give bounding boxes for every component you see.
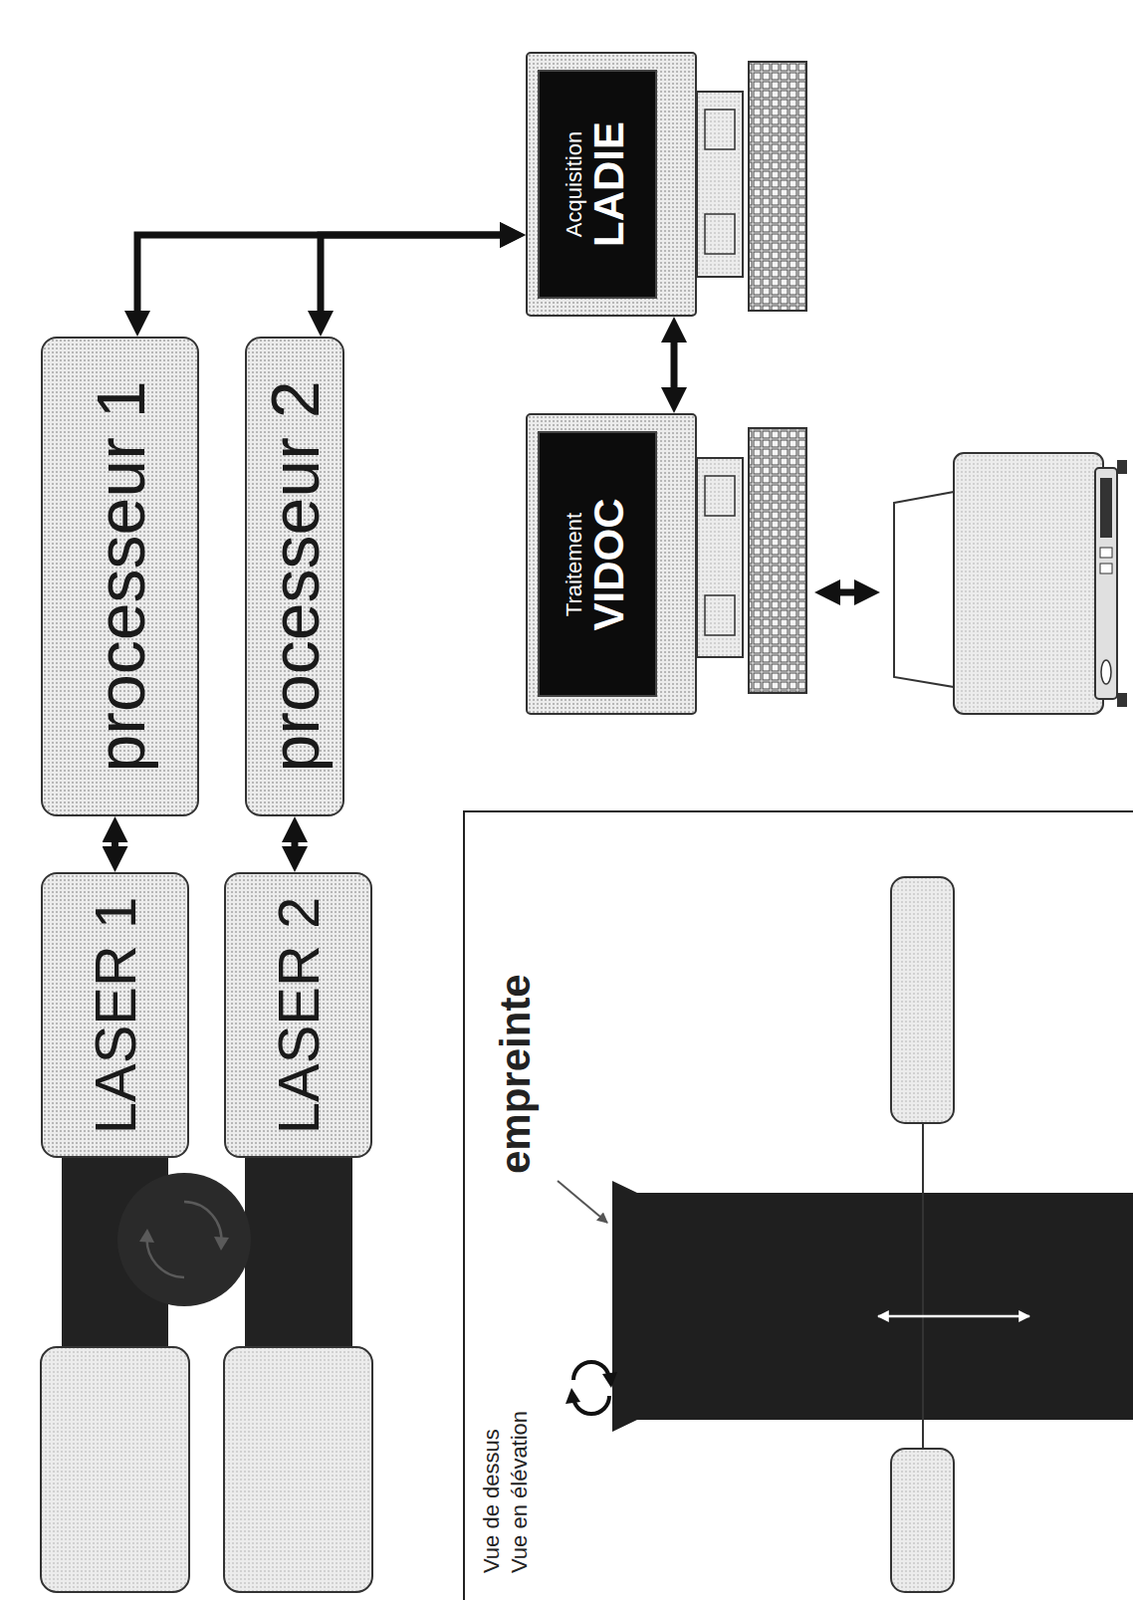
text-group: AcquisitionLADIE bbox=[562, 121, 633, 247]
box-label: LASER 2 bbox=[266, 896, 331, 1134]
double-arrow bbox=[832, 589, 863, 597]
axle-line bbox=[921, 1123, 924, 1449]
printer-foot bbox=[1117, 459, 1128, 474]
box-label: processeur 2 bbox=[257, 380, 333, 772]
text-group: LASER 2 bbox=[266, 896, 331, 1134]
processor-box: processeur 2 bbox=[244, 336, 345, 817]
screen-caption: Traitement bbox=[562, 497, 587, 631]
text-group: processeur 2 bbox=[257, 380, 333, 772]
wheel bbox=[891, 877, 954, 1124]
screen-caption: Acquisition bbox=[562, 121, 587, 247]
rotation-arrow-head bbox=[139, 1228, 155, 1243]
rotation-symbol-head bbox=[565, 1387, 581, 1404]
printer-logo bbox=[1101, 660, 1112, 684]
rotation-symbol-head bbox=[602, 1371, 618, 1388]
footprint-band bbox=[612, 1180, 1133, 1432]
laser-housing bbox=[224, 1347, 373, 1592]
keyboard bbox=[748, 61, 807, 311]
text-group: TraitementVIDOC bbox=[562, 497, 633, 631]
data-link-arrow bbox=[111, 834, 119, 855]
monitor-screen: AcquisitionLADIE bbox=[537, 69, 658, 299]
drive-slot bbox=[704, 595, 735, 636]
drive-slot bbox=[704, 214, 735, 254]
laser-beam-bar bbox=[244, 1154, 353, 1351]
printer-foot bbox=[1117, 692, 1128, 707]
travel-arrow bbox=[878, 1315, 1030, 1319]
box-label: LADIE bbox=[586, 121, 633, 247]
data-link-arrow bbox=[137, 234, 508, 319]
view-caption: Vue de dessus bbox=[479, 1428, 504, 1574]
data-link-arrow bbox=[671, 334, 679, 396]
printer-body bbox=[953, 453, 1104, 714]
rotation-symbol bbox=[573, 1395, 610, 1414]
laser-housing bbox=[40, 1347, 190, 1592]
data-link-arrow bbox=[320, 234, 508, 319]
computer-monitor: AcquisitionLADIE bbox=[525, 51, 697, 317]
drive-slot bbox=[704, 475, 735, 516]
data-link-arrow bbox=[291, 834, 299, 855]
wheel bbox=[891, 1448, 954, 1592]
computer-monitor: TraitementVIDOC bbox=[525, 413, 697, 715]
keyboard bbox=[748, 428, 807, 693]
printer-button bbox=[1100, 547, 1113, 558]
part-label: empreinte bbox=[492, 973, 539, 1174]
drive-slot bbox=[704, 109, 735, 150]
rotation-symbol bbox=[573, 1361, 610, 1380]
printer-paper bbox=[894, 491, 954, 687]
box-label: processeur 1 bbox=[82, 380, 158, 772]
rotation-arrow-head bbox=[214, 1236, 229, 1251]
printer-display bbox=[1100, 477, 1113, 538]
computer-unit bbox=[696, 457, 743, 658]
leader-line bbox=[557, 1180, 608, 1223]
printer-panel bbox=[1095, 467, 1118, 699]
printer-button bbox=[1100, 563, 1113, 574]
computer-unit bbox=[696, 91, 743, 277]
laser-box: LASER 1 bbox=[40, 872, 190, 1158]
processor-box: processeur 1 bbox=[40, 336, 200, 817]
box-label: LASER 1 bbox=[83, 896, 148, 1134]
text-group: LASER 1 bbox=[83, 896, 148, 1134]
view-caption: Vue en élévation bbox=[507, 1410, 532, 1574]
text-group: processeur 1 bbox=[82, 380, 158, 772]
box-label: VIDOC bbox=[586, 497, 633, 631]
monitor-screen: TraitementVIDOC bbox=[537, 431, 658, 697]
laser-box: LASER 2 bbox=[224, 872, 373, 1158]
panel-frame bbox=[463, 811, 1133, 1600]
rotation-disc bbox=[117, 1172, 251, 1307]
